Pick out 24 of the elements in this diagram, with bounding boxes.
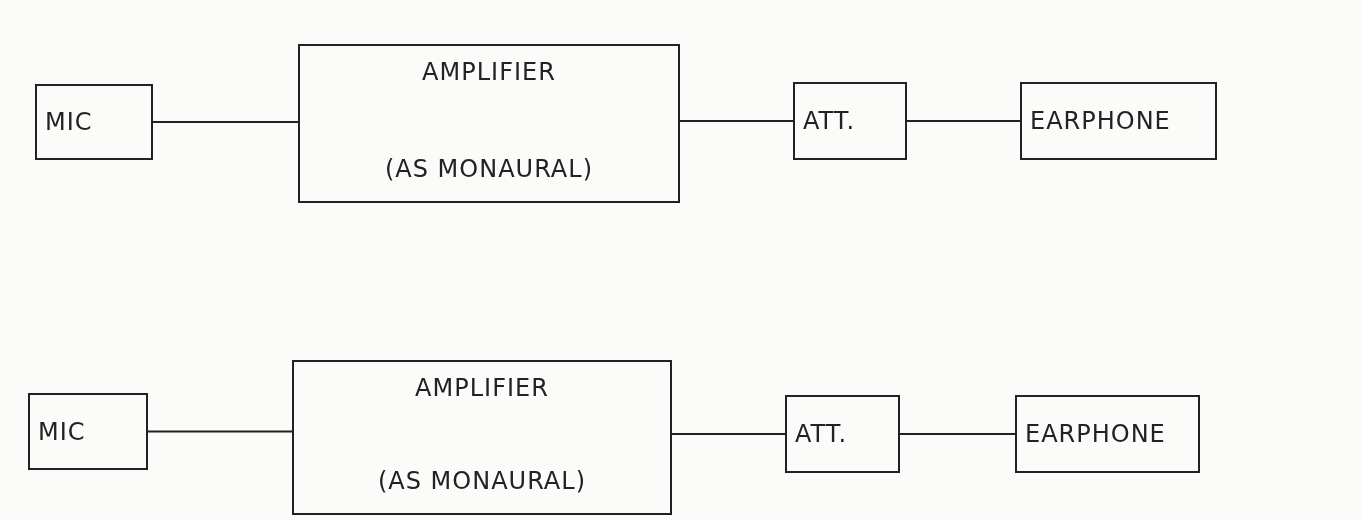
block-box <box>35 84 153 160</box>
block-label: EARPHONE <box>1025 420 1166 448</box>
block-box <box>785 395 900 473</box>
connector-line <box>899 433 1016 435</box>
block-box <box>793 82 907 160</box>
block-label: AMPLIFIER <box>415 374 549 402</box>
block-box <box>292 360 672 515</box>
block-box <box>1015 395 1200 473</box>
block-label: AMPLIFIER <box>422 58 556 86</box>
block-box <box>1020 82 1217 160</box>
block-box <box>28 393 148 470</box>
block-label: ATT. <box>795 420 848 448</box>
connector-line <box>671 433 786 435</box>
block-label: (AS MONAURAL) <box>377 467 586 495</box>
connector-line <box>679 120 794 122</box>
block-label: EARPHONE <box>1030 107 1171 135</box>
block-label: (AS MONAURAL) <box>384 155 593 183</box>
block-box <box>298 44 680 203</box>
block-label: ATT. <box>803 107 856 135</box>
block-label: MIC <box>45 108 93 136</box>
connector-line <box>906 120 1021 122</box>
connector-line <box>152 121 299 123</box>
block-label: MIC <box>38 417 86 446</box>
connector-line <box>147 430 293 433</box>
